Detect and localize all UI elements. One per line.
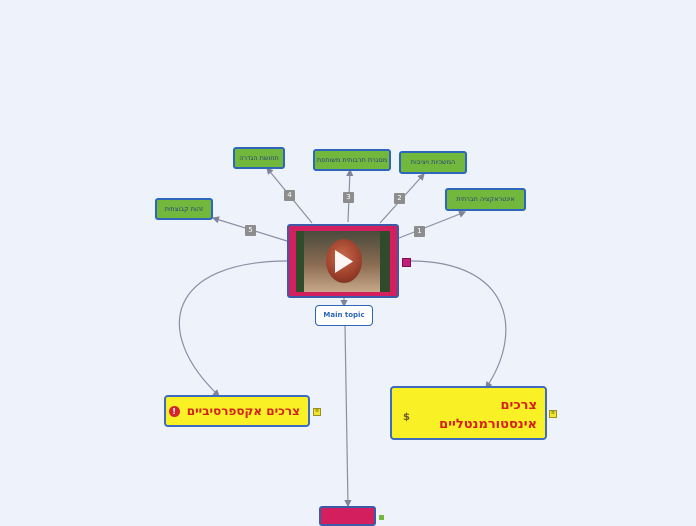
order-badge-2: 2 [394, 193, 405, 204]
warning-icon: ! [168, 406, 180, 417]
connector-left [178, 260, 289, 397]
bottom-node[interactable] [319, 506, 376, 526]
subtopic-1[interactable]: אינטראקציה חברתית [445, 188, 526, 211]
money-bag-icon: $ [403, 412, 410, 423]
expressive-needs-label: צרכים אקספרסיביים [186, 404, 300, 418]
subtopic-2[interactable]: המשכיות ויציבות [399, 151, 467, 174]
main-topic-label: Main topic [323, 311, 365, 319]
subtopic-3-label: מסגרת תרבותית משותפת [316, 156, 388, 164]
instrumental-needs-node[interactable]: צרכים אינסטורמנטליים $ [390, 386, 547, 440]
notes-icon-right[interactable]: ≡ [549, 410, 557, 418]
order-badge-3: 3 [343, 192, 354, 203]
order-badge-4: 4 [284, 190, 295, 201]
order-badge-1: 1 [414, 226, 425, 237]
notes-icon[interactable]: ≡ [313, 408, 321, 416]
order-badge-5: 5 [245, 225, 256, 236]
instrumental-needs-label: צרכים אינסטורמנטליים [439, 398, 537, 432]
video-thumbnail[interactable] [296, 231, 390, 292]
subtopic-1-label: אינטראקציה חברתית [456, 195, 515, 203]
subtopic-4-label: תחושת הגדרה [239, 154, 279, 162]
connector-right [409, 260, 507, 389]
bottom-node-marker [379, 515, 384, 520]
expressive-needs-node[interactable]: צרכים אקספרסיביים ! [164, 395, 310, 427]
connector-1 [398, 210, 467, 239]
subtopic-5-label: זהות קבוצתית [164, 205, 204, 213]
play-icon[interactable] [296, 231, 390, 292]
main-topic-node[interactable]: Main topic [315, 305, 373, 326]
subtopic-5[interactable]: זהות קבוצתית [155, 198, 213, 220]
central-video-node[interactable] [287, 224, 399, 298]
thumbnail-foliage-right [380, 231, 390, 292]
subtopic-4[interactable]: תחושת הגדרה [233, 147, 285, 169]
connector-down [344, 324, 352, 508]
subtopic-3[interactable]: מסגרת תרבותית משותפת [313, 149, 391, 171]
thumbnail-foliage-left [296, 231, 304, 292]
subtopic-2-label: המשכיות ויציבות [410, 158, 456, 166]
collapse-handle[interactable] [402, 258, 411, 267]
